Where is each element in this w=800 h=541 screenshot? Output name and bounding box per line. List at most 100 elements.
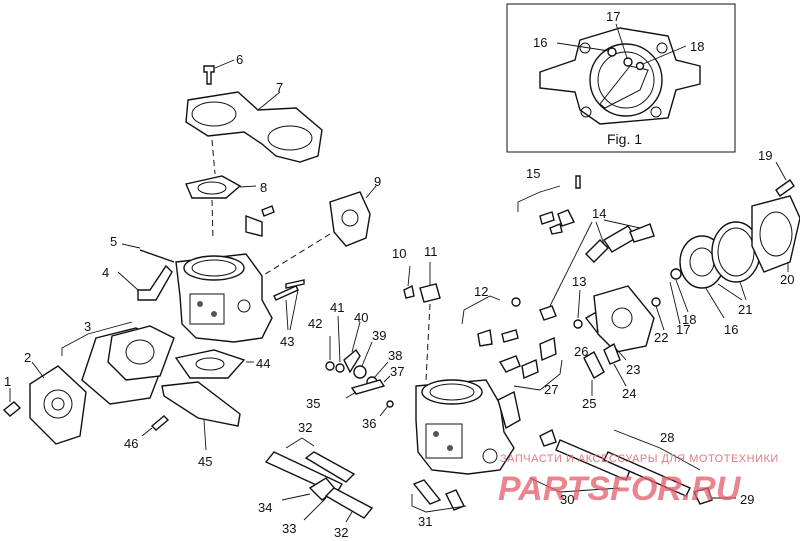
callout-18: 18 bbox=[690, 39, 704, 54]
callout-39: 39 bbox=[372, 328, 386, 343]
callout-45: 45 bbox=[198, 454, 212, 469]
callout-35: 35 bbox=[306, 396, 320, 411]
spring-18 bbox=[670, 268, 682, 280]
callout-37: 37 bbox=[390, 364, 404, 379]
part-15 bbox=[557, 209, 575, 227]
inset-bore-inner bbox=[597, 51, 655, 109]
valve-14 bbox=[539, 305, 557, 321]
callout-46: 46 bbox=[124, 436, 138, 451]
callout-17b: 17 bbox=[676, 322, 690, 337]
right-carburetor-group bbox=[517, 161, 800, 505]
leader-line bbox=[383, 375, 391, 383]
inset-fig-1: 16 17 18 Fig. 1 bbox=[506, 3, 736, 153]
leader-line bbox=[642, 45, 687, 65]
inset-frame bbox=[506, 3, 736, 153]
callout-34: 34 bbox=[258, 500, 272, 515]
callout-1: 1 bbox=[4, 374, 11, 389]
callout-32: 32 bbox=[298, 420, 312, 435]
callout-16b: 16 bbox=[724, 322, 738, 337]
callout-5: 5 bbox=[110, 234, 117, 249]
leader-line bbox=[214, 59, 235, 69]
callout-41: 41 bbox=[330, 300, 344, 315]
leader-line bbox=[141, 427, 153, 437]
plate-45 bbox=[161, 381, 241, 427]
spring-39 bbox=[353, 365, 367, 379]
lever-40 bbox=[343, 348, 361, 374]
bracket-11 bbox=[419, 283, 441, 303]
center-carburetor-group bbox=[325, 262, 563, 513]
leader-line bbox=[655, 305, 665, 331]
leader-line bbox=[361, 341, 373, 367]
carb-face bbox=[425, 423, 463, 459]
leader-line bbox=[121, 243, 141, 249]
left-carburetor-group bbox=[117, 59, 377, 343]
callout-4: 4 bbox=[102, 265, 109, 280]
cover-detail bbox=[43, 389, 73, 419]
leader-line bbox=[739, 281, 747, 301]
leader-line bbox=[595, 221, 605, 245]
jet-12 bbox=[501, 329, 519, 343]
jet-12 bbox=[511, 297, 521, 307]
leader-line bbox=[365, 185, 377, 199]
carb-detail bbox=[433, 431, 439, 437]
bracket-line bbox=[529, 477, 621, 493]
throttle-bore-inner bbox=[191, 259, 237, 277]
leader-line bbox=[117, 271, 139, 291]
callout-31: 31 bbox=[418, 514, 432, 529]
valve-14 bbox=[585, 239, 609, 263]
plate-hole bbox=[267, 125, 313, 151]
leader-line bbox=[775, 161, 787, 181]
carb-detail bbox=[237, 299, 251, 313]
leader-line bbox=[577, 289, 581, 319]
callout-10: 10 bbox=[392, 246, 406, 261]
inset-hole bbox=[656, 42, 668, 54]
callout-29: 29 bbox=[740, 492, 754, 507]
callout-43: 43 bbox=[280, 334, 294, 349]
fuel-lines-group bbox=[264, 437, 374, 523]
leader-line bbox=[613, 363, 627, 387]
inset-screw-17 bbox=[623, 57, 633, 67]
callout-11: 11 bbox=[424, 244, 438, 259]
pump-cover-20 bbox=[751, 195, 800, 273]
valve-14 bbox=[603, 225, 637, 253]
plate-hole bbox=[191, 101, 237, 127]
ring-13 bbox=[573, 319, 583, 329]
callout-8: 8 bbox=[260, 180, 267, 195]
bracket-line bbox=[513, 359, 563, 391]
screw-46 bbox=[150, 415, 170, 431]
cover-23 bbox=[593, 285, 655, 353]
valve-14 bbox=[629, 223, 655, 243]
callout-30: 30 bbox=[560, 492, 574, 507]
watermark: ЗАПЧАСТИ И АКСЕССУАРЫ ДЛЯ МОТОТЕХНИКИ PA… bbox=[498, 453, 778, 508]
callout-24: 24 bbox=[622, 386, 636, 401]
callout-42: 42 bbox=[308, 316, 322, 331]
diaphragm-center bbox=[125, 339, 155, 365]
leader-line bbox=[239, 185, 257, 188]
pump-cover-2 bbox=[29, 365, 87, 445]
callout-28: 28 bbox=[660, 430, 674, 445]
jet-27 bbox=[539, 336, 557, 362]
bolt bbox=[261, 205, 275, 217]
callout-14: 14 bbox=[592, 206, 606, 221]
bracket-line bbox=[285, 437, 315, 449]
cover-detail bbox=[51, 397, 65, 411]
clip-10 bbox=[403, 284, 415, 299]
callout-32b: 32 bbox=[334, 525, 348, 540]
gasket-8 bbox=[185, 175, 242, 199]
leader-line bbox=[303, 497, 327, 521]
carb-detail bbox=[211, 311, 217, 317]
screw-1 bbox=[2, 401, 22, 417]
bracket-line bbox=[613, 429, 701, 471]
fuel-line-32 bbox=[304, 451, 356, 483]
screw-5 bbox=[139, 249, 175, 263]
arm-35 bbox=[350, 379, 386, 395]
center-line bbox=[425, 303, 431, 381]
part-15 bbox=[575, 175, 581, 189]
callout-16: 16 bbox=[533, 35, 547, 50]
callout-23: 23 bbox=[626, 362, 640, 377]
jet-12 bbox=[477, 329, 493, 347]
leader-line bbox=[289, 289, 299, 331]
washer-41 bbox=[335, 363, 345, 373]
center-line bbox=[211, 139, 216, 175]
